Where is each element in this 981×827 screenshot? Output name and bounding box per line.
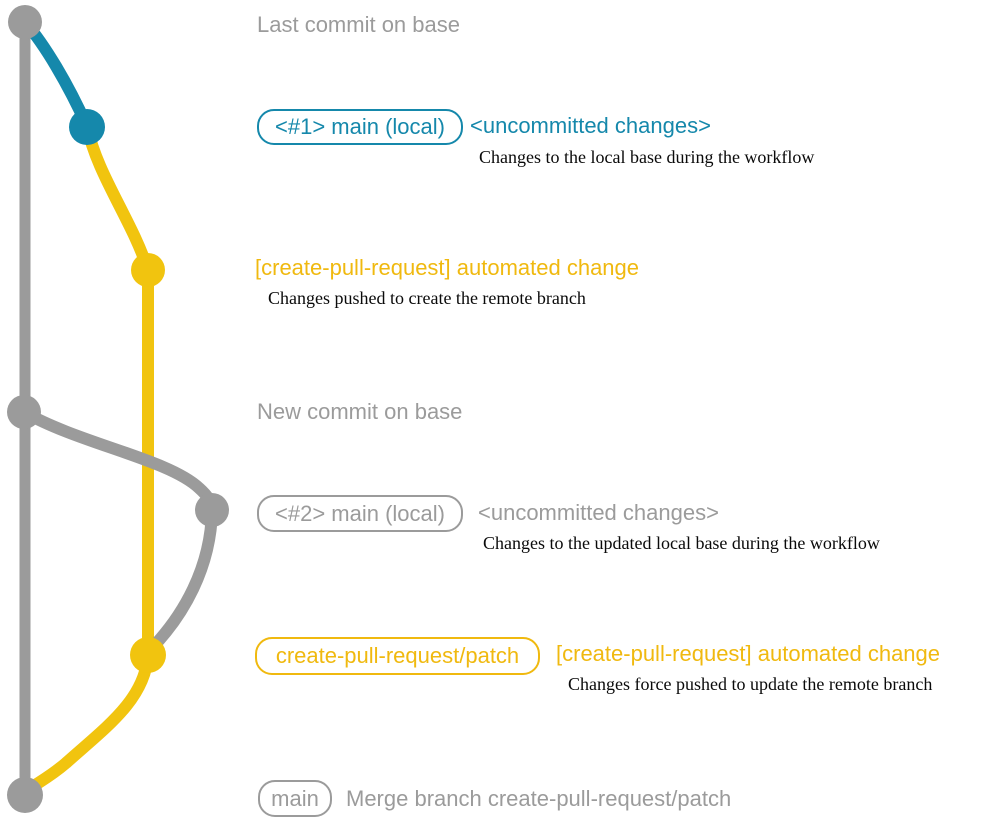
branch-box-main-local-1: <#1> main (local) xyxy=(257,109,463,145)
commit-message-merge-branch: Merge branch create-pull-request/patch xyxy=(346,786,732,811)
commit-node-patch-1 xyxy=(131,253,165,287)
commit-node-local-main-1 xyxy=(69,109,105,145)
commit-node-base-last xyxy=(8,5,42,39)
branch-box-main: main xyxy=(258,780,332,817)
commit-node-base-new xyxy=(7,395,41,429)
commit-graph xyxy=(7,5,229,813)
status-uncommitted-changes-1: <uncommitted changes> xyxy=(470,113,711,138)
commit-message-automated-change-2: [create-pull-request] automated change xyxy=(556,641,941,666)
patch-branch-edge-top xyxy=(81,120,154,276)
label-last-commit-on-base: Last commit on base xyxy=(257,12,460,37)
commit-node-patch-2 xyxy=(130,637,166,673)
note-local-base-changes-1: Changes to the local base during the wor… xyxy=(479,147,815,167)
local-main-edge-2 xyxy=(18,406,218,516)
note-force-push-update-remote-branch: Changes force pushed to update the remot… xyxy=(568,674,933,694)
branch-box-create-pull-request-patch: create-pull-request/patch xyxy=(255,637,540,675)
commit-message-automated-change-1: [create-pull-request] automated change xyxy=(255,255,640,280)
local-main-edge-1 xyxy=(19,16,93,132)
commit-node-local-main-2 xyxy=(195,493,229,527)
commit-node-merge xyxy=(7,777,43,813)
local-main-rebase-edge xyxy=(145,504,218,655)
branch-box-main-local-2: <#2> main (local) xyxy=(257,495,463,532)
status-uncommitted-changes-2: <uncommitted changes> xyxy=(478,500,719,525)
label-new-commit-on-base: New commit on base xyxy=(257,399,463,424)
patch-merge-edge xyxy=(19,649,154,799)
note-push-create-remote-branch: Changes pushed to create the remote bran… xyxy=(268,288,586,308)
note-local-base-changes-2: Changes to the updated local base during… xyxy=(483,533,880,553)
